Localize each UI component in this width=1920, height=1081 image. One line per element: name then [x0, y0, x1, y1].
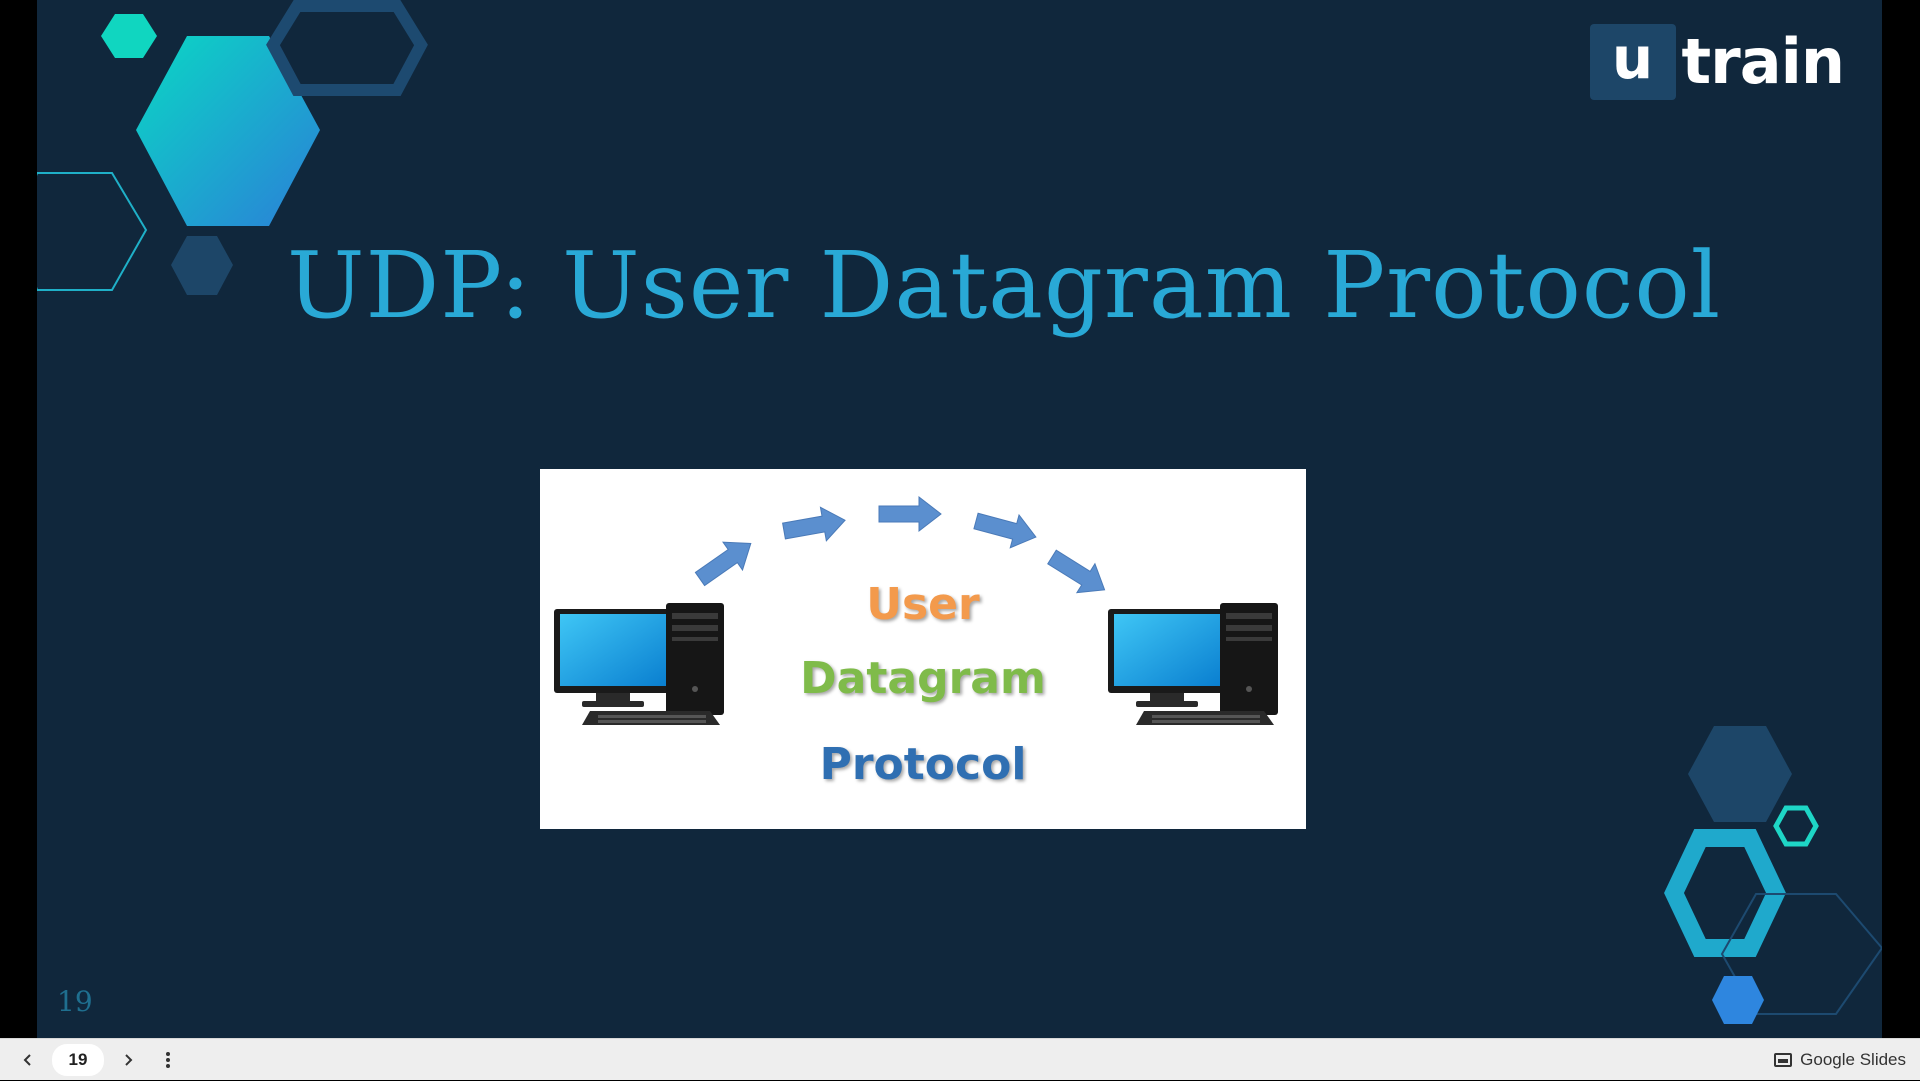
arrow-3: [878, 496, 942, 532]
utrain-logo: u train: [1589, 24, 1845, 100]
arrow-2: [780, 502, 849, 549]
chevron-left-icon: [23, 1053, 31, 1066]
chevron-right-icon: [125, 1053, 133, 1066]
slide-number: 19: [57, 985, 93, 1018]
more-options-button[interactable]: [148, 1040, 188, 1080]
google-slides-link[interactable]: Google Slides: [1774, 1039, 1906, 1081]
logo-u-box: u: [1589, 24, 1676, 100]
slide-number-input[interactable]: [52, 1043, 104, 1076]
slide-canvas: u train UDP: User Datagram Protocol: [37, 0, 1882, 1038]
arrow-4: [971, 504, 1041, 554]
diagram-label-user: User: [866, 579, 980, 630]
hexagon-decoration-bottom-right: [1664, 726, 1882, 1024]
diagram-label-datagram: Datagram: [800, 653, 1046, 704]
slides-icon: [1774, 1053, 1793, 1067]
previous-slide-button[interactable]: [8, 1040, 48, 1080]
presentation-toolbar: Google Slides: [0, 1038, 1920, 1080]
logo-word: train: [1681, 25, 1845, 98]
next-slide-button[interactable]: [108, 1040, 148, 1080]
brand-label: Google Slides: [1800, 1050, 1906, 1069]
more-vert-icon: [166, 1051, 170, 1068]
diagram-label-protocol: Protocol: [819, 739, 1027, 790]
slide-title: UDP: User Datagram Protocol: [287, 232, 1722, 339]
hexagon-decoration-top-left: [37, 0, 428, 295]
udp-diagram-image: User Datagram Protocol: [540, 469, 1306, 829]
